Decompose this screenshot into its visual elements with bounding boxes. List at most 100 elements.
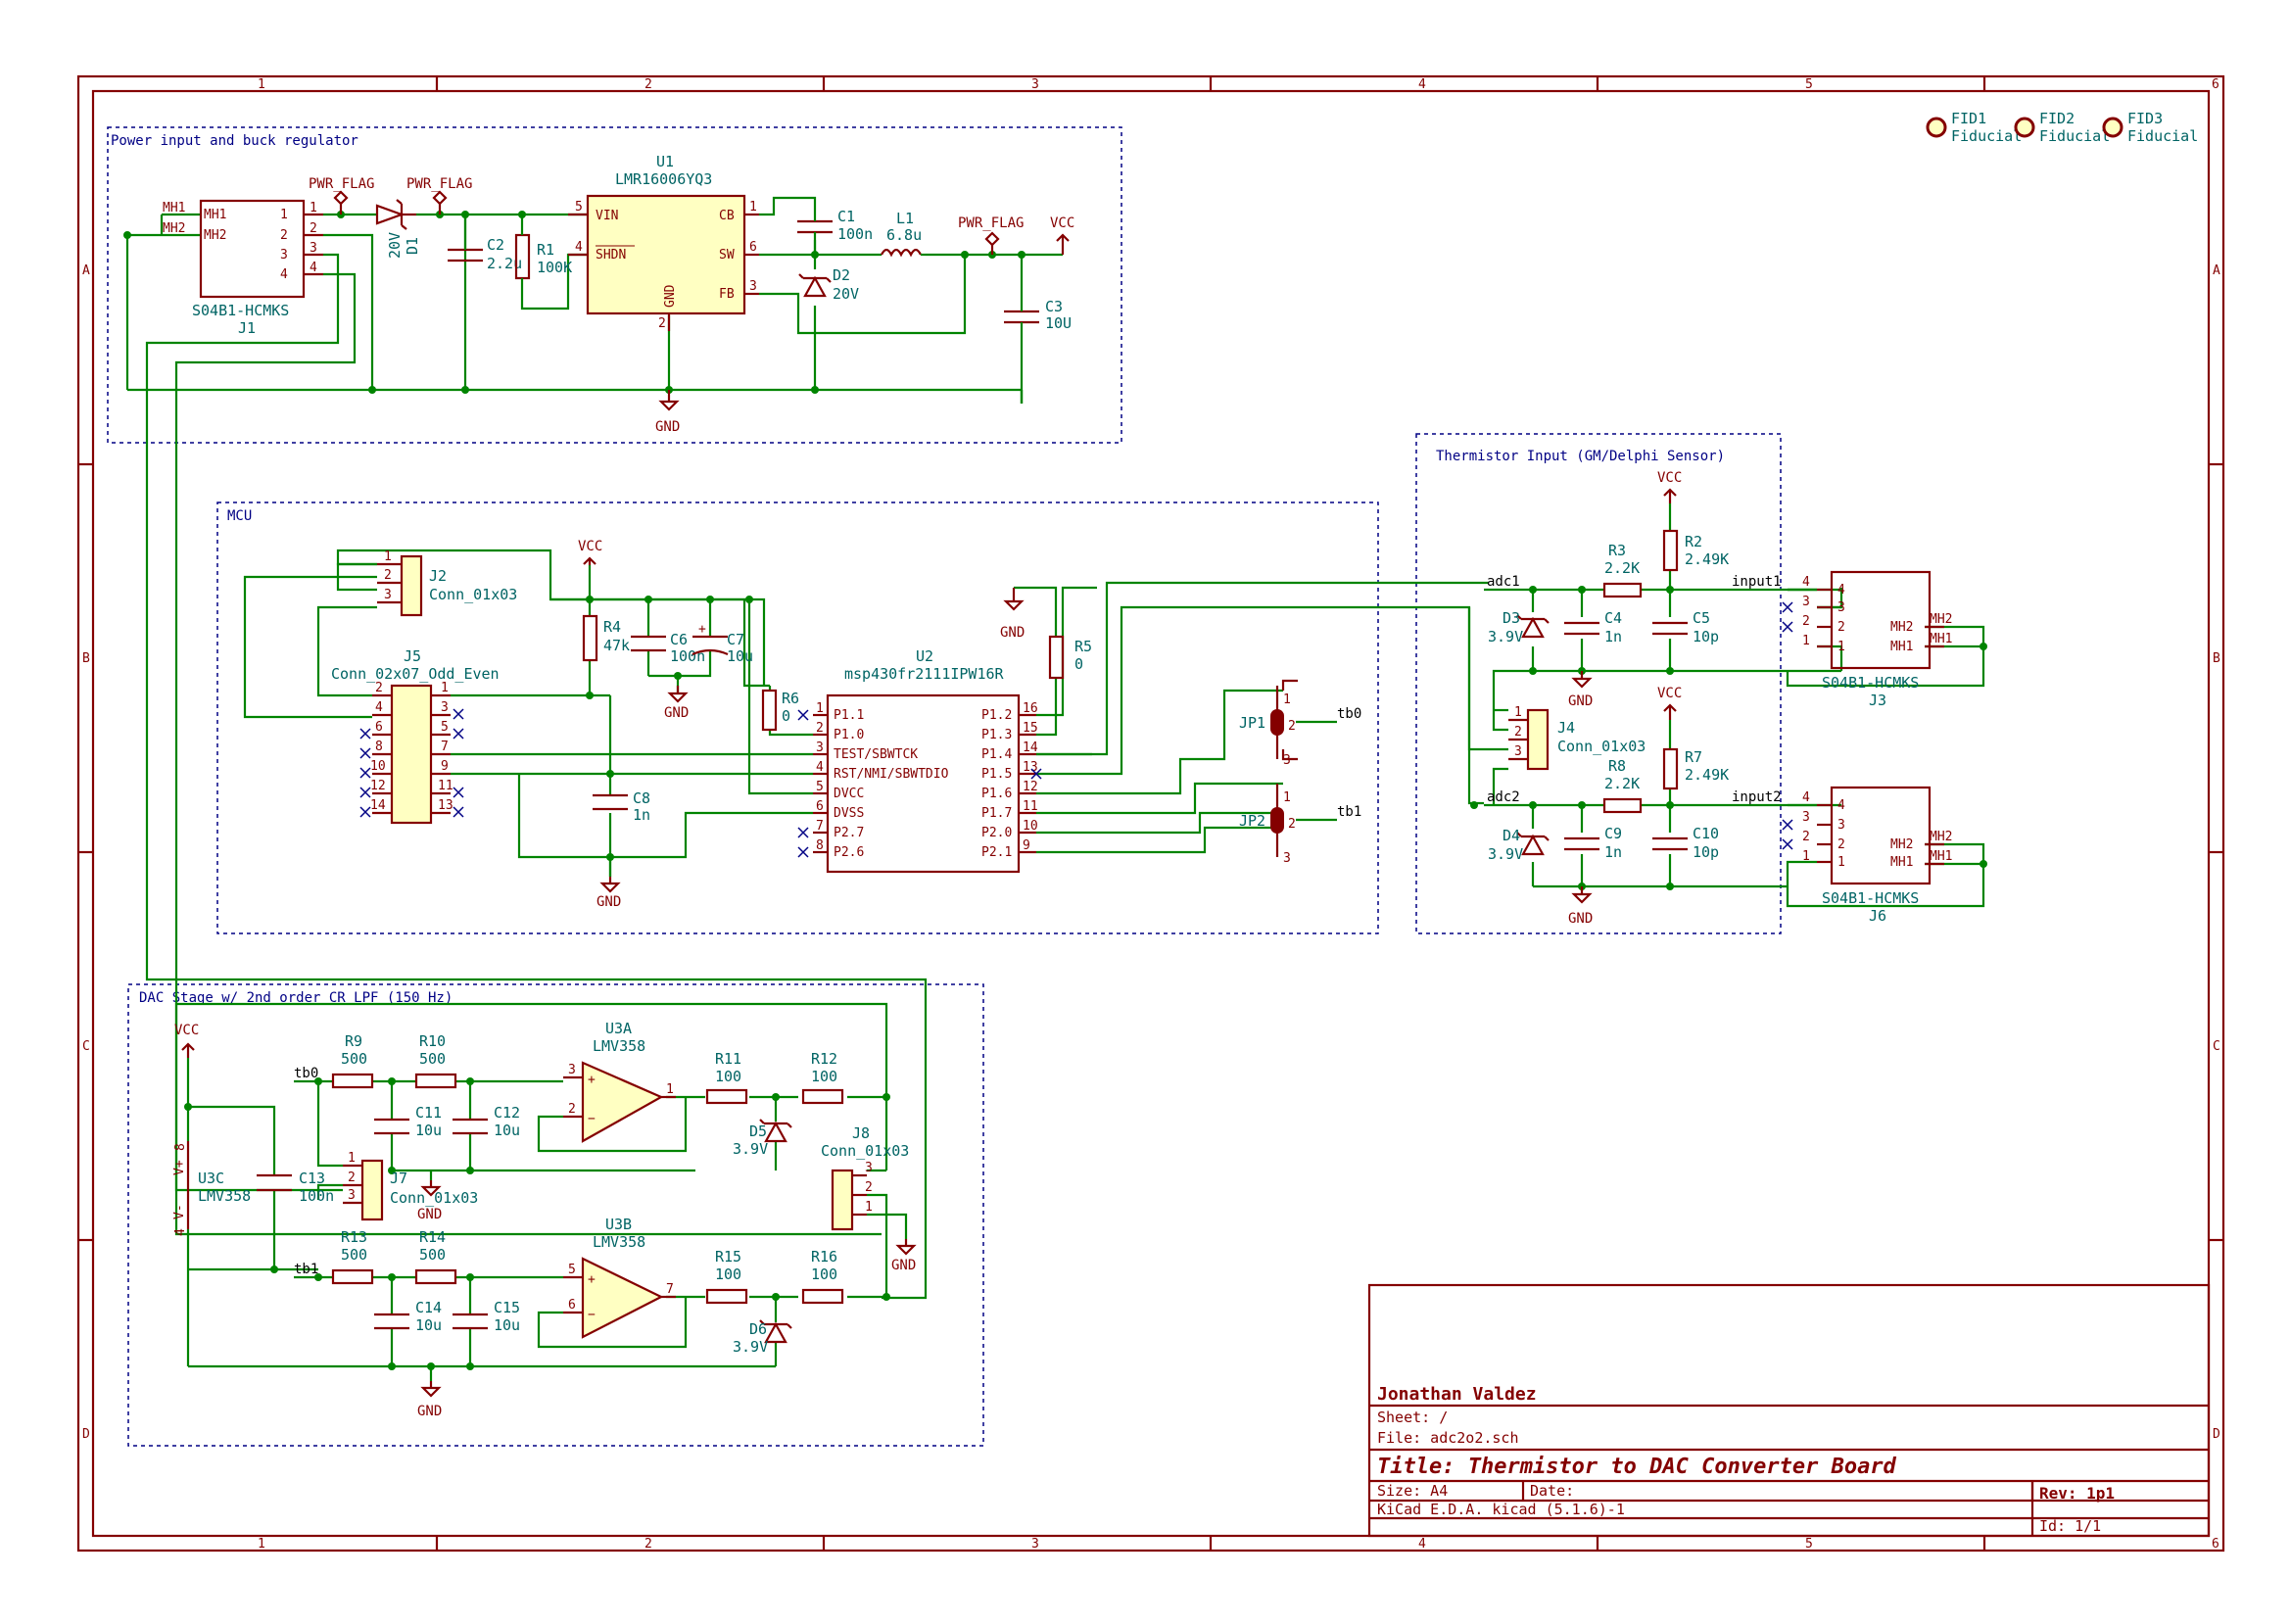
diode-d2: D2 20V	[798, 266, 859, 303]
svg-text:GND: GND	[664, 705, 689, 721]
svg-text:D1: D1	[404, 237, 421, 255]
svg-text:2: 2	[1288, 719, 1296, 734]
resistor-r2: R2 2.49K	[1662, 529, 1729, 572]
svg-text:C3: C3	[1045, 298, 1063, 315]
power-section-box	[107, 126, 1122, 444]
frame-row-label: A	[82, 263, 90, 278]
frame-column-label: 5	[1805, 77, 1813, 92]
svg-text:500: 500	[419, 1246, 446, 1264]
svg-text:5: 5	[575, 200, 583, 215]
connector-j3: 43 21 43 21 MH2 MH1 MH2 MH1 S04B1-HCMKS …	[1782, 570, 1952, 709]
svg-text:VCC: VCC	[174, 1023, 199, 1038]
svg-text:10u: 10u	[415, 1122, 442, 1139]
u2-pin-label: P1.5	[981, 767, 1012, 782]
svg-text:R6: R6	[782, 690, 799, 707]
svg-text:1n: 1n	[633, 806, 650, 824]
svg-text:6: 6	[568, 1298, 576, 1313]
svg-text:2.2u: 2.2u	[487, 255, 522, 272]
tb-title: Title: Thermistor to DAC Converter Board	[1377, 1455, 1897, 1479]
tb-date: Date:	[1530, 1482, 1574, 1500]
svg-text:R5: R5	[1074, 638, 1092, 655]
fid3-ref: FID3	[2127, 110, 2163, 127]
svg-text:SW: SW	[719, 248, 735, 263]
resistor-r16: R16 100	[801, 1248, 844, 1305]
svg-text:U1: U1	[656, 153, 674, 170]
svg-text:500: 500	[341, 1246, 367, 1264]
svg-text:10u: 10u	[494, 1122, 520, 1139]
connector-j8: 321 J8 Conn_01x03	[821, 1124, 909, 1231]
svg-text:2: 2	[1837, 837, 1845, 852]
svg-text:2: 2	[1288, 817, 1296, 832]
u2-pin-number: 7	[816, 819, 824, 834]
svg-text:MH1: MH1	[1930, 632, 1952, 646]
fid1-value: Fiducial	[1951, 127, 2022, 145]
resistor-r1: R1 100K	[514, 227, 572, 306]
svg-text:5: 5	[441, 720, 449, 735]
frame-column-label: 1	[258, 1537, 265, 1552]
svg-text:1: 1	[1802, 634, 1810, 648]
thermistor-junctions	[1470, 586, 1987, 890]
svg-text:13: 13	[438, 798, 453, 813]
svg-text:L1: L1	[896, 210, 914, 227]
power-section-title: Power input and buck regulator	[111, 133, 358, 149]
u2-pin-number: 16	[1023, 701, 1038, 716]
capacitor-c9: C9 1n	[1564, 825, 1622, 861]
svg-text:V-: V-	[172, 1204, 187, 1219]
tb-id: Id: 1/1	[2039, 1517, 2101, 1535]
svg-text:D5: D5	[749, 1122, 767, 1140]
svg-text:4: 4	[310, 261, 317, 275]
svg-text:1n: 1n	[1604, 628, 1622, 645]
svg-text:3: 3	[1837, 818, 1845, 833]
frame-row-label: D	[2213, 1427, 2220, 1442]
svg-text:MH2: MH2	[1890, 837, 1913, 852]
svg-text:R8: R8	[1608, 757, 1626, 775]
resistor-r13: R13 500	[331, 1228, 374, 1285]
j1-pin-3: 3	[280, 248, 288, 263]
svg-text:8: 8	[375, 740, 383, 754]
svg-text:2: 2	[310, 221, 317, 236]
capacitor-c11: C11 10u	[374, 1104, 442, 1139]
svg-text:R10: R10	[419, 1032, 446, 1050]
tb-rev: Rev: 1p1	[2039, 1484, 2115, 1503]
svg-text:tb1: tb1	[1337, 804, 1361, 820]
gnd-symbol-therm-2: GND	[1568, 886, 1593, 927]
svg-text:4: 4	[375, 700, 383, 715]
svg-text:Conn_02x07_Odd_Even: Conn_02x07_Odd_Even	[331, 665, 500, 683]
gnd-symbol-power: GND	[655, 390, 680, 435]
svg-text:100K: 100K	[537, 259, 572, 276]
frame-row-label: B	[82, 651, 90, 666]
net-adc2: adc2	[1487, 789, 1520, 805]
j1-pin-2: 2	[280, 228, 288, 243]
gnd-symbol-dac-3: GND	[417, 1381, 442, 1419]
u2-pin-number: 10	[1023, 819, 1038, 834]
gnd-symbol-mcu-1: GND	[664, 686, 689, 721]
svg-text:100: 100	[811, 1068, 837, 1085]
frame-column-label: 3	[1031, 77, 1039, 92]
opamp-u3c: V+ V- 8 4 U3C LMV358	[172, 1141, 251, 1236]
svg-text:GND: GND	[417, 1404, 442, 1419]
frame-row-label: D	[82, 1427, 90, 1442]
svg-text:2: 2	[384, 568, 392, 583]
vcc-symbol-mcu: VCC	[578, 539, 602, 565]
svg-text:J8: J8	[852, 1124, 870, 1142]
svg-text:14: 14	[370, 798, 386, 813]
svg-text:PWR_FLAG: PWR_FLAG	[309, 176, 374, 192]
svg-text:C1: C1	[837, 208, 855, 225]
u2-pin-label: P1.4	[981, 747, 1012, 762]
svg-text:2: 2	[1802, 830, 1810, 844]
net-tb0: tb0	[294, 1066, 318, 1081]
u2-pin-label: P2.1	[981, 845, 1012, 860]
svg-text:12: 12	[370, 779, 386, 793]
svg-text:3.9V: 3.9V	[1488, 628, 1523, 645]
u2-pin-number: 12	[1023, 780, 1038, 794]
svg-text:J7: J7	[390, 1170, 407, 1187]
svg-text:U2: U2	[916, 647, 933, 665]
connector-j2: 123 J2 Conn_01x03	[377, 549, 517, 617]
resistor-r5: R5 0	[1048, 635, 1092, 680]
svg-text:PWR_FLAG: PWR_FLAG	[406, 176, 472, 192]
svg-text:GND: GND	[891, 1258, 916, 1273]
svg-text:+: +	[698, 622, 706, 637]
frame-column-label: 6	[2212, 77, 2219, 92]
